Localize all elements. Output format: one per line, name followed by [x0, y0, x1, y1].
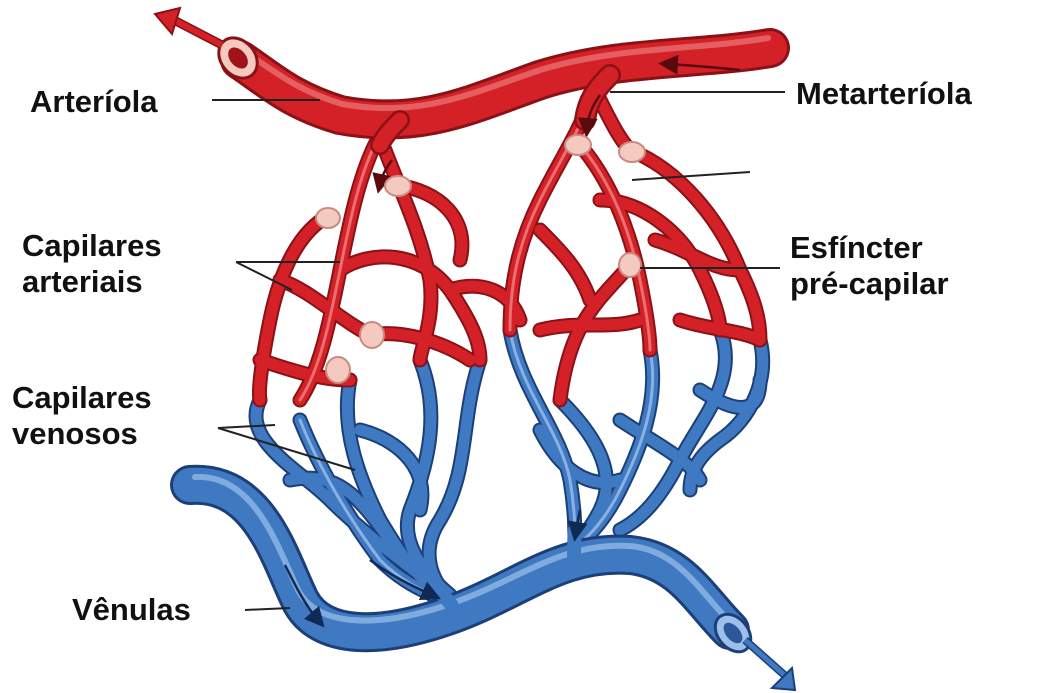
- leader-capilares-venosos-a: [218, 425, 275, 428]
- label-capilares-venosos: Capilares venosos: [12, 380, 152, 452]
- label-capilares-venosos-line2: venosos: [12, 416, 152, 452]
- label-arteriola: Arteríola: [30, 84, 157, 120]
- sphincter-ring: [326, 357, 350, 383]
- leader-sphincter-top: [632, 172, 750, 180]
- leader-lines: [212, 92, 785, 610]
- label-capilares-arteriais-line2: arteriais: [22, 264, 162, 300]
- label-capilares-arteriais-line1: Capilares: [22, 228, 162, 264]
- sphincter-ring: [385, 176, 411, 196]
- label-capilares-venosos-line1: Capilares: [12, 380, 152, 416]
- label-venulas: Vênulas: [72, 592, 191, 628]
- sphincter-ring: [619, 253, 641, 277]
- label-metarteriola: Metarteríola: [796, 76, 972, 112]
- sphincter-ring: [565, 135, 591, 155]
- label-capilares-arteriais: Capilares arteriais: [22, 228, 162, 300]
- sphincter-ring: [360, 322, 384, 348]
- sphincter-ring: [316, 208, 340, 228]
- sphincter-ring: [619, 142, 645, 162]
- label-esfincter-line1: Esfíncter: [790, 230, 949, 266]
- label-esfincter-line2: pré-capilar: [790, 266, 949, 302]
- label-esfincter: Esfíncter pré-capilar: [790, 230, 949, 302]
